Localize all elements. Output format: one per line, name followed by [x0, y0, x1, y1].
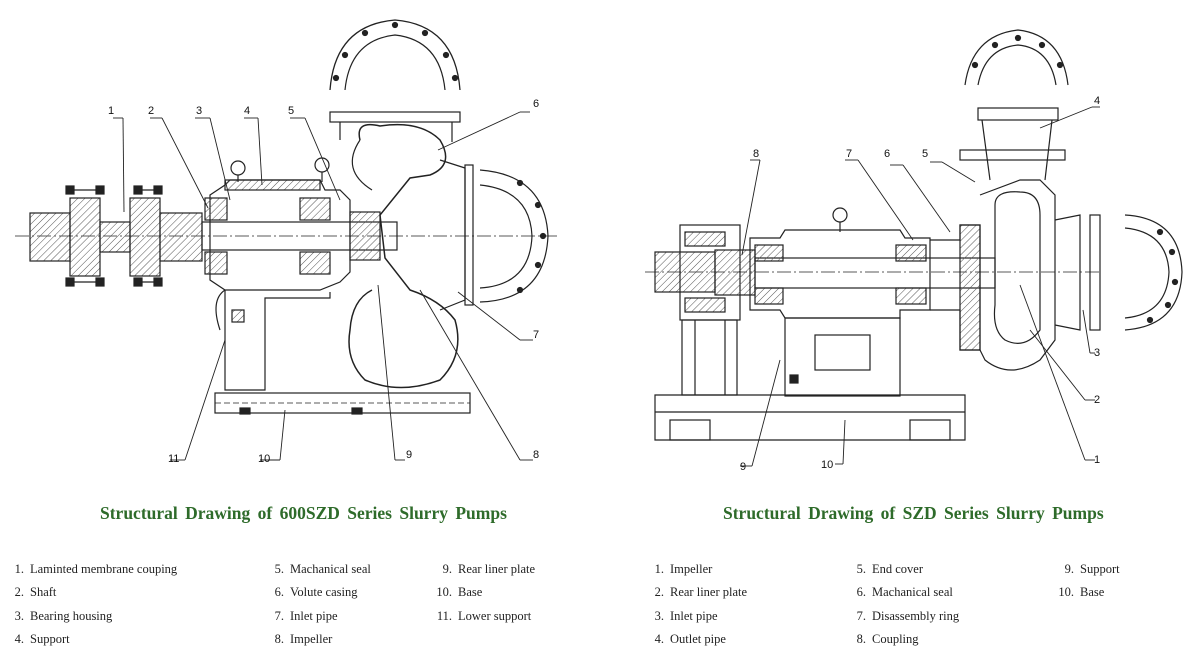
callout-3: 3	[1094, 347, 1100, 359]
callout-3: 3	[196, 105, 202, 117]
legend-item: 4.Outlet pipe	[654, 631, 726, 646]
legend-item: 6.Machanical seal	[856, 585, 953, 600]
legend-item: 7.Disassembly ring	[856, 608, 960, 623]
drawing-szd: 8 7 6 5 4 3 2 1 10 9	[600, 0, 1200, 480]
legend-600szd-col-3: 9.Rear liner plate 10.Base 11.Lower supp…	[430, 558, 535, 628]
callout-4: 4	[244, 105, 250, 117]
callout-1: 1	[1094, 454, 1100, 466]
callout-5: 5	[922, 148, 928, 160]
callout-7: 7	[533, 329, 539, 341]
callout-6: 6	[533, 98, 539, 110]
legend-item: 8.Coupling	[856, 631, 919, 646]
legend-item: 10.Base	[436, 585, 483, 600]
legend-item: 1.Impeller	[654, 562, 713, 576]
legend-item: 8.Impeller	[274, 631, 333, 646]
legend-item: 6.Volute casing	[274, 585, 358, 600]
callout-8: 8	[533, 449, 539, 461]
legend-item: 2.Rear liner plate	[654, 585, 748, 600]
pump-600szd-diagram: 1 2 3 4 5 6 7 8 9 10 11	[15, 19, 560, 465]
legend-item: 5.Machanical seal	[274, 562, 371, 576]
legend-item: 3.Bearing housing	[14, 608, 113, 623]
callout-11: 11	[168, 453, 179, 465]
callout-1: 1	[108, 105, 114, 117]
legend-szd-col-2: 5.End cover 6.Machanical seal 7.Disassem…	[850, 558, 960, 651]
pump-szd-diagram: 8 7 6 5 4 3 2 1 10 9	[645, 29, 1183, 473]
legend-item: 4.Support	[14, 631, 70, 646]
callout-5: 5	[288, 105, 294, 117]
legend-item: 3.Inlet pipe	[654, 608, 718, 623]
caption-szd: Structural Drawing of SZD Series Slurry …	[723, 503, 1104, 523]
callout-9: 9	[740, 461, 746, 473]
drawing-600szd: 1 2 3 4 5 6 7 8 9 10 11	[0, 0, 600, 480]
legend-szd-col-1: 1.Impeller 2.Rear liner plate 3.Inlet pi…	[648, 558, 747, 651]
callout-8: 8	[753, 148, 759, 160]
legend-600szd-col-1: 1.Laminted membrane couping 2.Shaft 3.Be…	[8, 558, 178, 651]
legend-item: 7.Inlet pipe	[274, 608, 338, 623]
legend-item: 1.Laminted membrane couping	[14, 562, 178, 576]
callout-4: 4	[1094, 95, 1100, 107]
callout-10: 10	[258, 453, 270, 465]
legend-item: 5.End cover	[856, 562, 924, 576]
legend-item: 11.Lower support	[436, 608, 532, 623]
legend-600szd-col-2: 5.Machanical seal 6.Volute casing 7.Inle…	[268, 558, 371, 651]
callout-9: 9	[406, 449, 412, 461]
coupling-hub-left	[29, 212, 71, 262]
callout-2: 2	[148, 105, 154, 117]
legend-item: 9.Support	[1064, 562, 1120, 576]
legend-szd-col-3: 9.Support 10.Base	[1052, 558, 1120, 605]
callout-7: 7	[846, 148, 852, 160]
legend-item: 10.Base	[1058, 585, 1105, 600]
legend-item: 9.Rear liner plate	[442, 562, 536, 576]
callout-10: 10	[821, 459, 833, 471]
legend-item: 2.Shaft	[14, 585, 57, 600]
callout-2: 2	[1094, 394, 1100, 406]
callout-6: 6	[884, 148, 890, 160]
caption-600szd: Structural Drawing of 600SZD Series Slur…	[100, 503, 507, 523]
